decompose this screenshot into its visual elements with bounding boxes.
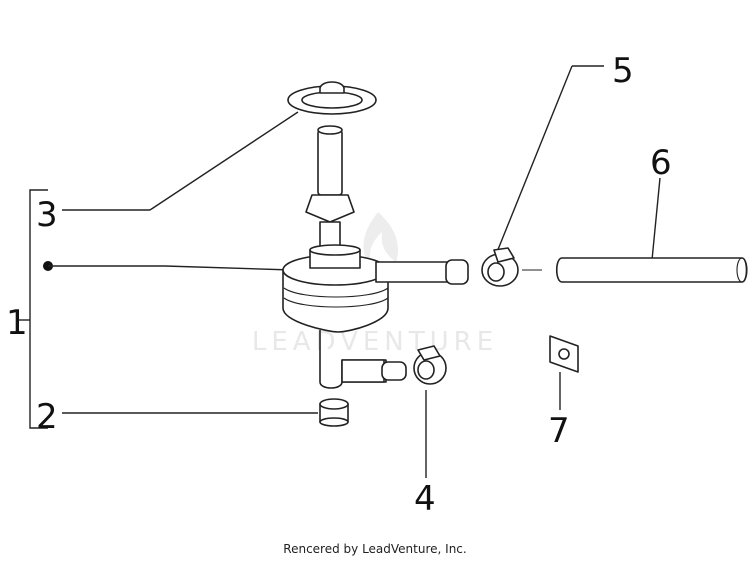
- watermark-text: LEADVENTURE: [252, 327, 498, 357]
- callout-7: 7: [548, 411, 570, 451]
- leader-line-bullet-b: [164, 265, 293, 271]
- leader-line-6: [651, 177, 661, 261]
- part-valve-body: [282, 244, 469, 389]
- callout-6: 6: [650, 143, 672, 183]
- leader-line-3b: [149, 111, 299, 211]
- callout-4: 4: [414, 479, 436, 519]
- flame-icon: [363, 212, 398, 268]
- part-o-ring: [287, 81, 377, 115]
- callout-5: 5: [612, 51, 634, 91]
- callout-2: 2: [36, 397, 58, 437]
- part-clip: [549, 335, 579, 373]
- part-fuel-line: [522, 257, 748, 283]
- part-cap: [319, 398, 349, 427]
- footer-credit: Rencered by LeadVenture, Inc.: [283, 542, 466, 556]
- callout-3: 3: [36, 195, 58, 235]
- leader-line-5b: [496, 65, 573, 253]
- part-clamp-upper: [481, 247, 519, 287]
- callout-1: 1: [6, 303, 28, 343]
- watermark-logo: LEADVENTURE: [252, 212, 498, 357]
- part-valve-stem: [305, 125, 355, 251]
- part-clamp-lower: [413, 345, 447, 385]
- group-bracket: [18, 189, 48, 429]
